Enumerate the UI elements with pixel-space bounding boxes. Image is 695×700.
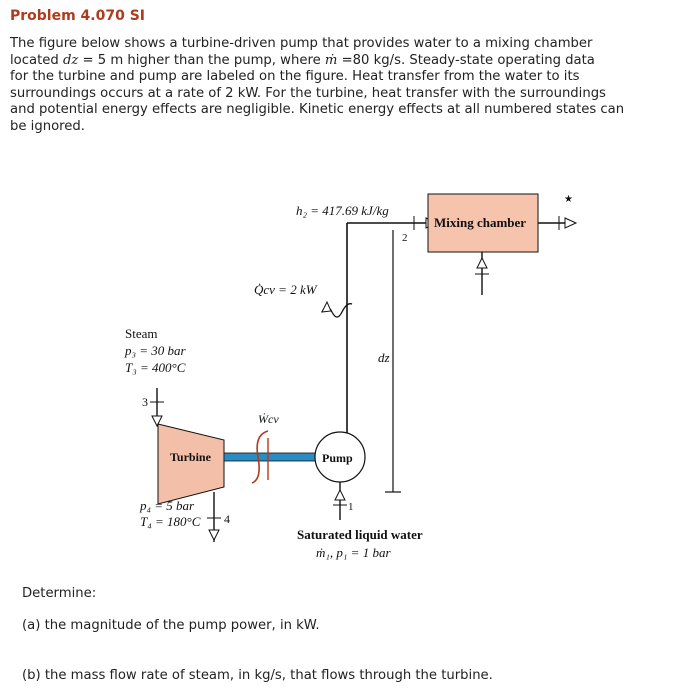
turbine-label: Turbine: [170, 450, 212, 464]
statement-mdot-value: =80 kg/s. Steady-state operating data: [337, 52, 595, 68]
turbine-pump-diagram: h₂ = 417.69 kJ/kg 2 Mixing chamber ★ dz …: [124, 193, 578, 560]
h2-label: h₂ = 417.69 kJ/kg: [296, 203, 389, 218]
dz-variable: dz: [62, 52, 79, 68]
pump-inlet-arrow: [334, 488, 346, 501]
heat-arrow-icon: [321, 300, 332, 313]
question-b: (b) the mass flow rate of steam, in kg/s…: [22, 668, 493, 683]
state2-label: 2: [402, 232, 408, 244]
wcv-label: Ẇcv: [258, 411, 279, 426]
t4-label: T₄ = 180°C: [140, 514, 201, 529]
qcv-label: Q̇cv = 2 kW: [254, 282, 318, 297]
question-a: (a) the magnitude of the pump power, in …: [22, 618, 320, 633]
statement-dz-value: = 5 m higher than the pump, where: [78, 52, 321, 68]
p4-label: p₄ = 5 bar: [139, 498, 195, 513]
p3-label: p₃ = 30 bar: [124, 343, 187, 358]
statement-located: located: [10, 52, 59, 68]
turbine-body: [157, 423, 225, 505]
statement-line-4: surroundings occurs at a rate of 2 kW. F…: [10, 85, 606, 101]
mixing-chamber-box: [427, 193, 539, 253]
steam-in-arrow: [151, 415, 163, 428]
statement-line-1: The figure below shows a turbine-driven …: [10, 36, 593, 51]
mdot-variable: ṁ: [324, 52, 338, 68]
dz-label: dz: [378, 350, 390, 365]
saturated-liquid-label: Saturated liquid water: [297, 527, 423, 542]
state1-conditions: ṁ₁, p₁ = 1 bar: [316, 545, 391, 560]
problem-title: Problem 4.070 SI: [10, 8, 146, 24]
steam-label: Steam: [125, 326, 158, 341]
t3-label: T₃ = 400°C: [125, 360, 186, 375]
exhaust-arrow: [208, 529, 220, 542]
statement-line-6: be ignored.: [10, 118, 85, 134]
chamber-inlet-arrow: [476, 256, 488, 269]
star-mark: ★: [564, 194, 573, 205]
statement-line-3: for the turbine and pump are labeled on …: [10, 69, 580, 84]
work-arrow-icon: [251, 430, 269, 484]
pump-label: Pump: [322, 451, 353, 465]
state1-label: 1: [348, 501, 354, 513]
shaft: [223, 452, 318, 462]
problem-statement: The figure below shows a turbine-driven …: [10, 36, 680, 135]
statement-line-5: and potential energy effects are negligi…: [10, 102, 625, 117]
mixing-chamber-label: Mixing chamber: [434, 215, 526, 230]
state3-label: 3: [142, 395, 148, 409]
statement-line-2: located dz = 5 m higher than the pump, w…: [10, 53, 680, 70]
state4-label: 4: [224, 512, 230, 526]
determine-heading: Determine:: [22, 586, 97, 601]
outlet-arrow: [564, 217, 578, 229]
